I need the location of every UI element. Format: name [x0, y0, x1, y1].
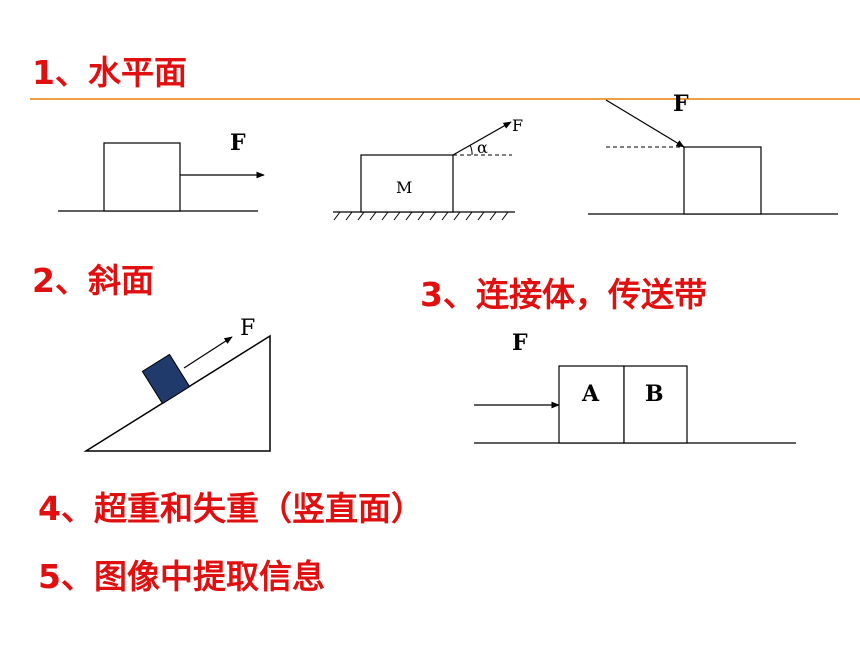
divider-line [30, 98, 860, 100]
diagram-angled-pull: M α F [333, 116, 523, 221]
block [103, 142, 181, 212]
diagram-connected-bodies: A B F [474, 330, 796, 444]
force-label: F [512, 330, 528, 356]
block [683, 146, 762, 215]
block-label: M [396, 178, 412, 197]
block-b [623, 365, 688, 444]
block-m [360, 154, 454, 213]
block-b-label: B [645, 381, 664, 407]
force-label: F [673, 91, 689, 117]
force-label: F [240, 316, 255, 341]
force-arrow [605, 99, 685, 148]
heading-incline: 2、斜面 [32, 261, 154, 300]
heading-connected-bodies: 3、连接体，传送带 [420, 275, 707, 314]
diagram-incline: F [83, 316, 271, 452]
heading-horizontal-plane: 1、水平面 [32, 53, 187, 92]
diagram-horizontal-pull: F [58, 130, 265, 212]
force-label: F [512, 116, 523, 135]
block-a-label: A [581, 381, 600, 407]
diagram-angled-push: F [588, 91, 838, 215]
heading-graph-info: 5、图像中提取信息 [38, 557, 325, 596]
force-arrow [452, 121, 512, 156]
force-label: F [230, 130, 246, 156]
heading-overweight-weightless: 4、超重和失重（竖直面） [38, 489, 424, 528]
incline-block [141, 353, 191, 405]
force-arrow [183, 336, 233, 369]
angle-label: α [477, 138, 488, 157]
ground-hatching [333, 211, 509, 221]
angle-arc [469, 144, 473, 156]
